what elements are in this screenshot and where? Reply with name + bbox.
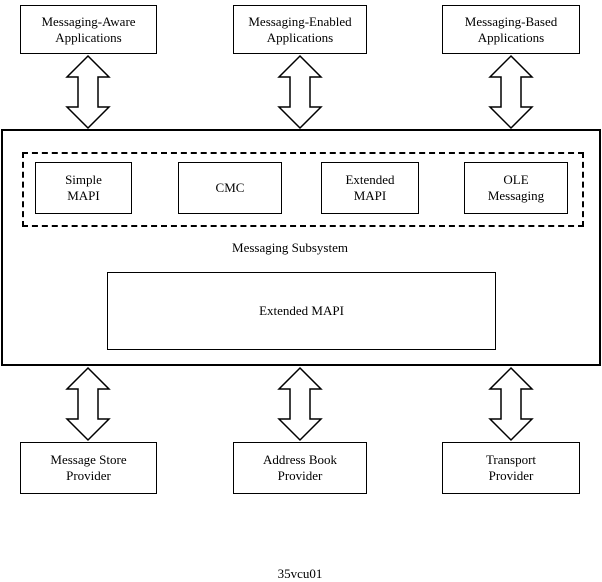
address-book-provider-box: Address Book Provider xyxy=(233,442,367,494)
message-store-provider-box: Message Store Provider xyxy=(20,442,157,494)
arrow-subsystem-to-message-store xyxy=(65,366,111,442)
messaging-subsystem-container xyxy=(1,129,601,366)
extended-mapi-core-box: Extended MAPI xyxy=(107,272,496,350)
extended-mapi-interface-box: Extended MAPI xyxy=(321,162,419,214)
messaging-enabled-applications-box: Messaging-Enabled Applications xyxy=(233,5,367,54)
subsystem-label: Messaging Subsystem xyxy=(232,240,348,255)
arrow-aware-to-subsystem xyxy=(65,54,111,130)
messaging-aware-applications-box: Messaging-Aware Applications xyxy=(20,5,157,54)
ole-messaging-box: OLE Messaging xyxy=(464,162,568,214)
arrow-subsystem-to-transport xyxy=(488,366,534,442)
transport-provider-box: Transport Provider xyxy=(442,442,580,494)
interfaces-group xyxy=(22,152,584,227)
cmc-box: CMC xyxy=(178,162,282,214)
arrow-subsystem-to-address-book xyxy=(277,366,323,442)
arrow-based-to-subsystem xyxy=(488,54,534,130)
messaging-based-applications-box: Messaging-Based Applications xyxy=(442,5,580,54)
figure-caption: 35vcu01 xyxy=(277,566,323,581)
simple-mapi-box: Simple MAPI xyxy=(35,162,132,214)
arrow-enabled-to-subsystem xyxy=(277,54,323,130)
